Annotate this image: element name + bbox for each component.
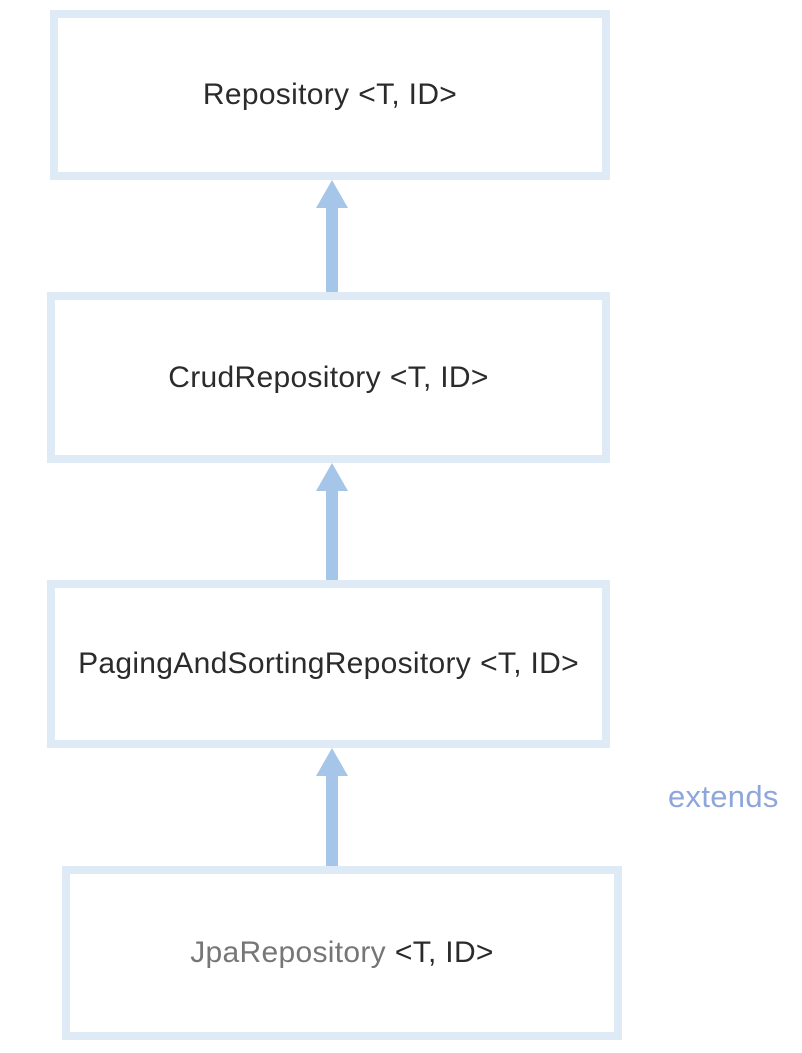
arrow-shaft xyxy=(326,491,338,580)
arrow-shaft xyxy=(326,776,338,866)
class-name: Repository xyxy=(202,78,350,111)
generics-text: <T, ID> xyxy=(480,647,579,680)
node-repository-label: Repository<T, ID> xyxy=(203,78,457,112)
class-name: CrudRepository xyxy=(168,360,381,394)
extends-arrow-crud-to-repository xyxy=(316,180,348,292)
node-jpa-repository: JpaRepository<T, ID> xyxy=(62,866,622,1040)
class-name: JpaRepository xyxy=(190,936,386,969)
extends-arrow-jpa-to-paging xyxy=(316,748,348,866)
node-crud-repository: CrudRepository<T, ID> xyxy=(47,292,610,463)
extends-arrow-paging-to-crud xyxy=(316,463,348,580)
arrow-head-icon xyxy=(316,180,348,208)
generics-text: <T, ID> xyxy=(389,360,489,394)
generics-text: <T, ID> xyxy=(394,936,494,969)
node-crud-repository-label: CrudRepository<T, ID> xyxy=(168,361,488,395)
node-paging-and-sorting-repository-label: PagingAndSortingRepository<T, ID> xyxy=(78,647,579,681)
arrow-head-icon xyxy=(316,463,348,491)
arrow-shaft xyxy=(326,208,338,292)
generics-text: <T, ID> xyxy=(358,78,458,111)
node-paging-and-sorting-repository: PagingAndSortingRepository<T, ID> xyxy=(47,580,610,748)
arrow-head-icon xyxy=(316,748,348,776)
class-name: PagingAndSortingRepository xyxy=(78,647,472,680)
extends-label: extends xyxy=(668,779,779,814)
node-jpa-repository-label: JpaRepository<T, ID> xyxy=(190,936,493,970)
node-repository: Repository<T, ID> xyxy=(50,10,610,180)
